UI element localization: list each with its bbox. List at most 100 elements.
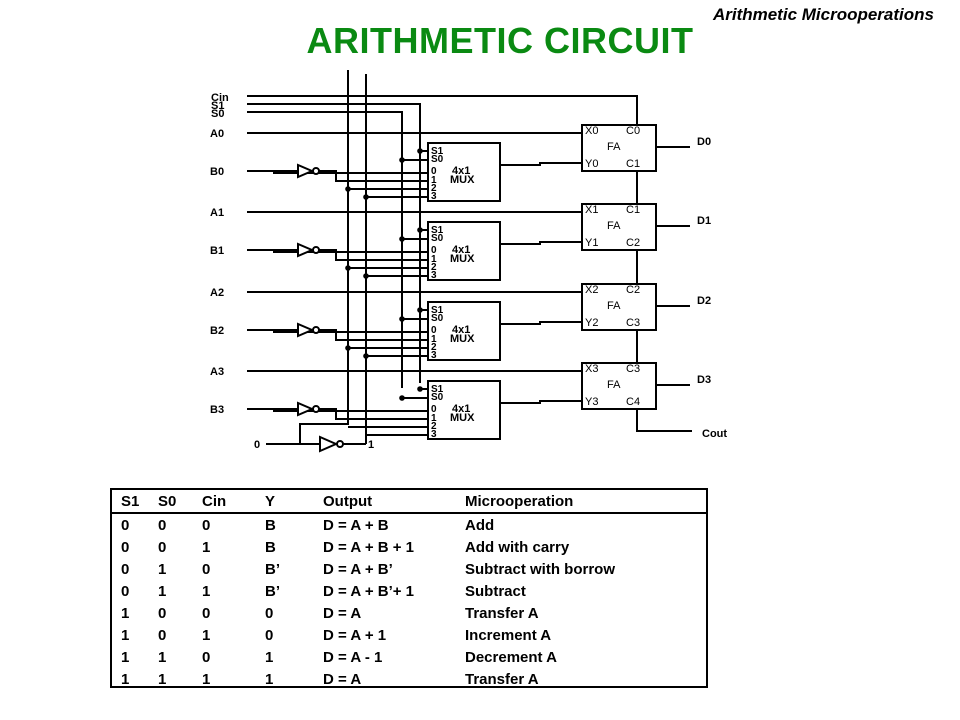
mux-pin-1: 1 [431, 175, 437, 186]
mux-label-s1: S1 [431, 146, 444, 157]
mux-pin-2: 2 [431, 262, 437, 273]
mux-pin-1: 1 [431, 254, 437, 265]
const0-bus [299, 70, 349, 444]
label-s0: S0 [211, 108, 224, 120]
mux-pin-0: 0 [431, 166, 437, 177]
fa-x-label: X2 [585, 284, 598, 296]
bnot-to-pin1 [319, 408, 428, 420]
label-d3: D3 [697, 374, 711, 386]
inverter-icon [319, 435, 339, 453]
junction-dot [417, 386, 423, 392]
mux-pin-0: 0 [431, 404, 437, 415]
cell-microoperation: Subtract with borrow [465, 561, 615, 578]
mux-label-s1: S1 [431, 225, 444, 236]
cell-microoperation: Add [465, 517, 495, 534]
fa-x-label: X3 [585, 363, 598, 375]
fa-name: FA [607, 300, 621, 312]
inverter-icon [297, 401, 315, 417]
label-cin: Cin [211, 92, 229, 104]
inverter-bubble [312, 246, 320, 254]
mux-pin-3: 3 [431, 350, 437, 361]
cout-line [636, 409, 692, 432]
mux-name: 4x1 [452, 165, 470, 177]
bnot-to-pin1 [319, 170, 428, 182]
cell-s1: 0 [121, 539, 130, 556]
mux-name: 4x1 [452, 403, 470, 415]
fa-cin-label: C3 [626, 363, 640, 375]
mux-box [427, 301, 501, 361]
cell-y: B [265, 517, 276, 534]
fa-y-label: Y2 [585, 317, 598, 329]
header-s0: S0 [158, 493, 177, 510]
cell-y: 0 [265, 605, 274, 622]
label-b0: B0 [210, 166, 224, 178]
label-a2: A2 [210, 287, 224, 299]
inverter-bubble [336, 440, 344, 448]
label-const-0: 0 [254, 439, 260, 451]
label-s1: S1 [211, 100, 224, 112]
mux-pin-3: 3 [431, 191, 437, 202]
header-output: Output [323, 493, 373, 510]
label-a0: A0 [210, 128, 224, 140]
inverter-bubble [312, 405, 320, 413]
fa-y-label: Y3 [585, 396, 598, 408]
mux-box [427, 221, 501, 281]
inverter-bubble [312, 167, 320, 175]
cell-output: D = A [323, 671, 362, 688]
mux-label-s0: S0 [431, 233, 444, 244]
mux-pin-2: 2 [431, 342, 437, 353]
fa-name: FA [607, 220, 621, 232]
fa-box [581, 362, 657, 410]
cell-y: 0 [265, 627, 274, 644]
fa-cin-label: C0 [626, 125, 640, 137]
label-b1: B1 [210, 245, 224, 257]
s0-line [247, 111, 403, 388]
b-to-pin0 [273, 250, 428, 253]
fa-y-label: Y1 [585, 237, 598, 249]
cell-microoperation: Add with carry [465, 539, 570, 556]
cell-s0: 0 [158, 539, 167, 556]
mux-label-s1: S1 [431, 305, 444, 316]
cell-output: D = A + B [323, 517, 389, 534]
mux-label-s1: S1 [431, 384, 444, 395]
cell-y: B [265, 539, 276, 556]
mux-to-fa-y [500, 241, 582, 245]
cell-microoperation: Transfer A [465, 671, 539, 688]
cell-s1: 1 [121, 605, 130, 622]
label-d2: D2 [697, 295, 711, 307]
mux-type: MUX [450, 333, 475, 345]
b-to-pin0 [273, 330, 428, 333]
inverter-icon [297, 163, 315, 179]
cell-output: D = A + B’ [323, 561, 393, 578]
cell-cin: 0 [202, 649, 211, 666]
fa-cin-label: C2 [626, 284, 640, 296]
cell-s0: 1 [158, 649, 167, 666]
cell-y: B’ [265, 583, 280, 600]
s1-line [247, 103, 421, 383]
label-cout: Cout [702, 428, 727, 440]
mux-box [427, 380, 501, 440]
header-s1: S1 [121, 493, 140, 510]
page-title: ARITHMETIC CIRCUIT [306, 20, 694, 61]
cell-output: D = A [323, 605, 362, 622]
cell-cin: 1 [202, 583, 211, 600]
fa-y-label: Y0 [585, 158, 598, 170]
fa-x-label: X0 [585, 125, 598, 137]
mux-pin-0: 0 [431, 325, 437, 336]
header-cin: Cin [202, 493, 227, 510]
cell-s0: 1 [158, 671, 167, 688]
mux-pin-1: 1 [431, 413, 437, 424]
b-to-pin0 [273, 409, 428, 412]
fa-box [581, 124, 657, 172]
mux-to-fa-y [500, 400, 582, 404]
label-a1: A1 [210, 207, 224, 219]
mux-pin-2: 2 [431, 183, 437, 194]
b-to-pin0 [273, 171, 428, 174]
cell-microoperation: Increment A [465, 627, 552, 644]
